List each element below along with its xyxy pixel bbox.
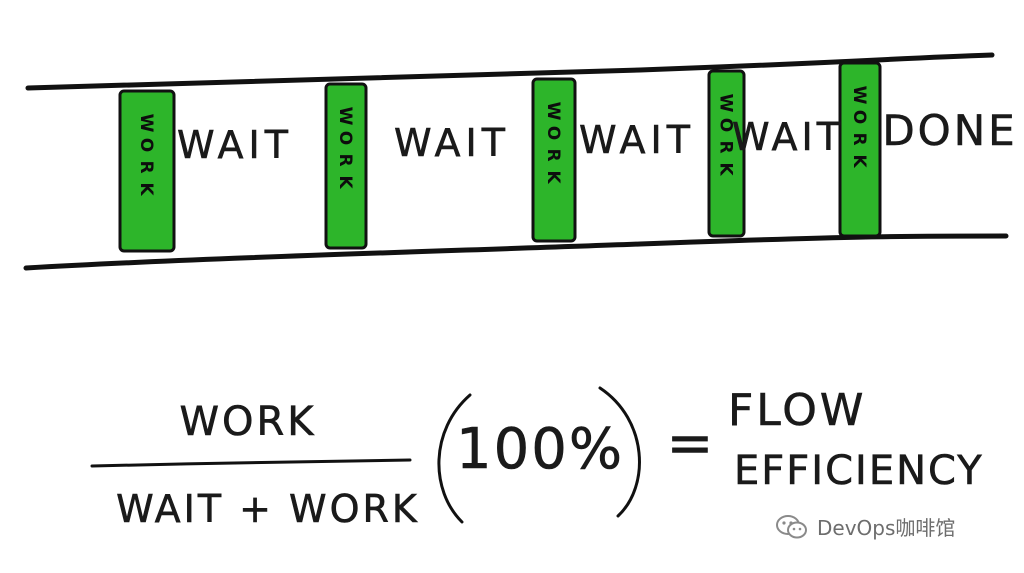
work-bar-1-letter: R [136, 160, 156, 173]
work-bar-1 [118, 89, 176, 253]
segment-labels: WAIT WAIT WAIT WAIT DONE [177, 106, 1017, 168]
formula-denominator: WAIT + WORK [116, 487, 420, 531]
work-bar-4-letter: O [716, 118, 736, 132]
wait-label-4: WAIT [732, 115, 844, 159]
work-bar-3-letter: K [543, 170, 563, 184]
formula-numerator: WORK [179, 399, 316, 445]
formula-multiplier: 100% [456, 417, 624, 482]
flow-efficiency-formula: WORK WAIT + WORK 100% = FLOW EFFICIENCY [90, 385, 984, 531]
fraction-bar [90, 458, 412, 468]
right-parenthesis [598, 386, 641, 518]
work-bar-1-letter: K [136, 182, 156, 196]
result-flow: FLOW [728, 385, 866, 436]
pipeline-top-rail [25, 52, 995, 91]
watermark: DevOps咖啡馆 [775, 512, 955, 541]
work-bar-2 [324, 82, 368, 250]
work-bar-2-letter: R [335, 153, 355, 166]
watermark-text: DevOps咖啡馆 [817, 516, 956, 540]
left-parenthesis [437, 393, 472, 524]
work-bar-2-letter: O [335, 131, 355, 145]
wechat-icon [776, 514, 807, 538]
work-bar-4 [707, 69, 746, 238]
work-bar-1-letter: W [136, 114, 156, 133]
work-bar-3-letter: R [543, 148, 563, 161]
work-bar-2-letter: K [335, 175, 355, 189]
work-bar-3-letter: W [543, 102, 563, 121]
formula-equals: = [667, 411, 714, 476]
wait-label-3: WAIT [579, 118, 695, 162]
work-bar-3 [531, 77, 577, 243]
pipeline-bottom-rail [23, 233, 1009, 271]
work-bar-1-letter: O [136, 138, 156, 152]
work-bar-5-letter: W [849, 86, 869, 105]
done-label: DONE [882, 106, 1017, 155]
work-bar-5-letter: R [849, 132, 869, 145]
work-bar-4-letter: R [716, 140, 736, 153]
wait-label-1: WAIT [177, 123, 293, 167]
work-bar-2-letter: W [335, 107, 355, 126]
work-bar-4-letter: W [716, 94, 736, 113]
wait-label-2: WAIT [394, 121, 510, 165]
work-bar-5 [838, 61, 882, 238]
work-bar-5-letter: O [849, 110, 869, 124]
work-bar-3-letter: O [543, 126, 563, 140]
work-bar-5-letter: K [849, 154, 869, 168]
work-bar-4-letter: K [716, 162, 736, 176]
result-efficiency: EFFICIENCY [734, 448, 984, 494]
